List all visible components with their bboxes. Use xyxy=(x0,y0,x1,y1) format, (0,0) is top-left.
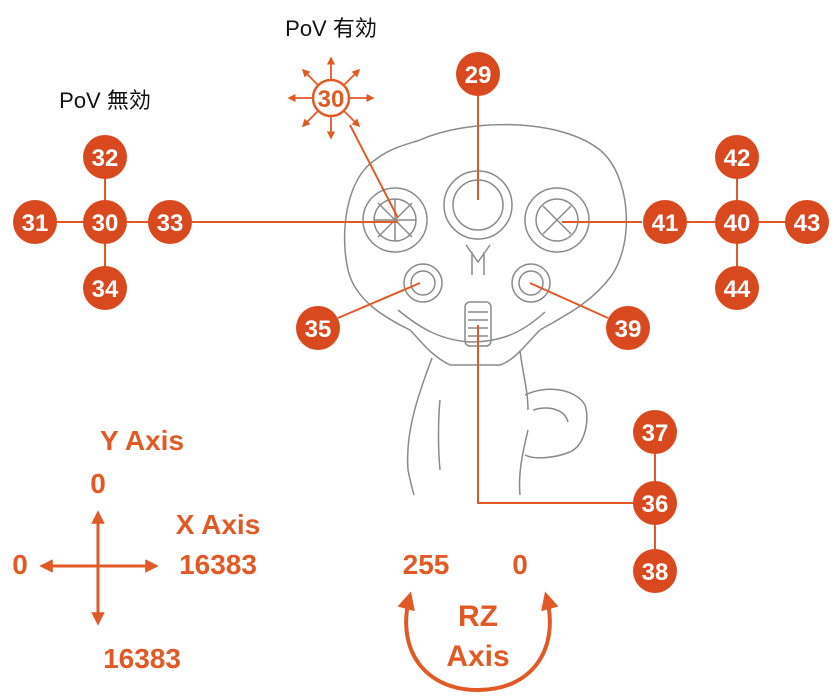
svg-text:35: 35 xyxy=(305,316,332,343)
callout-39: 39 xyxy=(606,306,650,350)
stick-grip-left xyxy=(406,357,433,496)
callout-40: 40 xyxy=(715,200,759,244)
stick-grip-right-lower xyxy=(518,429,529,496)
left-hat-outer xyxy=(362,187,428,253)
pov-disabled-label: PoV 無効 xyxy=(59,88,151,113)
line-35 xyxy=(337,282,421,319)
svg-text:42: 42 xyxy=(724,145,751,172)
svg-text:32: 32 xyxy=(92,145,119,172)
callout-34: 34 xyxy=(83,266,127,310)
callout-44: 44 xyxy=(715,266,759,310)
pov-arrow-downright xyxy=(343,110,361,128)
left-hat-spokes xyxy=(374,199,416,241)
svg-text:44: 44 xyxy=(724,276,751,303)
svg-text:38: 38 xyxy=(642,559,669,586)
stick-grip-center xyxy=(437,399,441,471)
rz-axis-arc xyxy=(397,591,559,693)
stick-head-inner xyxy=(397,309,546,343)
rz-wheel-ridges xyxy=(468,311,488,337)
callout-37: 37 xyxy=(633,410,677,454)
callout-33: 33 xyxy=(148,200,192,244)
callouts: 29 32 31 30 33 34 42 41 40 43 44 35 39 3… xyxy=(13,52,829,593)
right-hat-inner xyxy=(535,198,579,242)
svg-text:41: 41 xyxy=(652,210,679,237)
callout-43: 43 xyxy=(785,200,829,244)
callout-41: 41 xyxy=(643,200,687,244)
y-axis-title: Y Axis xyxy=(100,425,184,456)
rz-axis-title-line2: Axis xyxy=(446,640,509,673)
right-hat-rings xyxy=(542,205,572,235)
left-small-button-outer xyxy=(403,263,443,303)
trigger-outline xyxy=(524,388,588,459)
svg-text:36: 36 xyxy=(642,491,669,518)
svg-text:34: 34 xyxy=(92,276,119,303)
x-axis-max: 16383 xyxy=(179,549,257,580)
x-axis-min: 0 xyxy=(12,549,28,580)
right-small-button-outer xyxy=(511,263,551,303)
rz-axis-max: 0 xyxy=(512,549,528,580)
rz-axis-min: 255 xyxy=(403,549,450,580)
rz-axis-legend: 255 0 RZ Axis xyxy=(397,549,559,693)
pov-arrow-upright xyxy=(343,68,361,86)
callout-35: 35 xyxy=(296,306,340,350)
joystick-drawing xyxy=(343,123,628,496)
callout-36: 36 xyxy=(633,481,677,525)
y-axis-min: 0 xyxy=(90,468,106,499)
callout-31: 31 xyxy=(13,200,57,244)
right-hat-outer xyxy=(524,187,590,253)
svg-text:39: 39 xyxy=(615,316,642,343)
svg-text:31: 31 xyxy=(22,210,49,237)
x-axis-title: X Axis xyxy=(176,509,261,540)
svg-text:43: 43 xyxy=(794,210,821,237)
left-small-button-inner xyxy=(410,270,436,296)
callout-38: 38 xyxy=(633,549,677,593)
callout-32: 32 xyxy=(83,135,127,179)
y-axis-max: 16383 xyxy=(103,643,181,674)
line-36 xyxy=(477,325,640,504)
button-30-enabled-label: 30 xyxy=(318,86,345,113)
center-notch xyxy=(465,244,491,275)
svg-text:30: 30 xyxy=(92,210,119,237)
pov-enabled-label: PoV 有効 xyxy=(285,16,377,41)
rz-axis-title-line1: RZ xyxy=(458,600,498,633)
svg-text:40: 40 xyxy=(724,210,751,237)
callout-42: 42 xyxy=(715,135,759,179)
line-39 xyxy=(529,282,609,319)
right-small-button-inner xyxy=(518,270,544,296)
pov-arrow-downleft xyxy=(301,110,319,128)
pov-enabled-circle xyxy=(311,78,351,118)
callout-30-disabled: 30 xyxy=(83,200,127,244)
xy-axis-legend: Y Axis 0 X Axis 0 16383 16383 xyxy=(12,425,260,674)
svg-text:29: 29 xyxy=(465,62,492,89)
callout-29: 29 xyxy=(456,52,500,96)
svg-text:33: 33 xyxy=(157,210,184,237)
line-30-enabled xyxy=(349,124,399,219)
trigger-inner xyxy=(532,407,569,423)
leader-lines xyxy=(35,92,805,563)
stick-grip-right xyxy=(519,349,529,411)
pov-enabled-icon: 30 xyxy=(287,56,375,140)
svg-text:37: 37 xyxy=(642,420,669,447)
stick-head-outline xyxy=(343,123,628,366)
pov-arrow-upleft xyxy=(301,68,319,86)
